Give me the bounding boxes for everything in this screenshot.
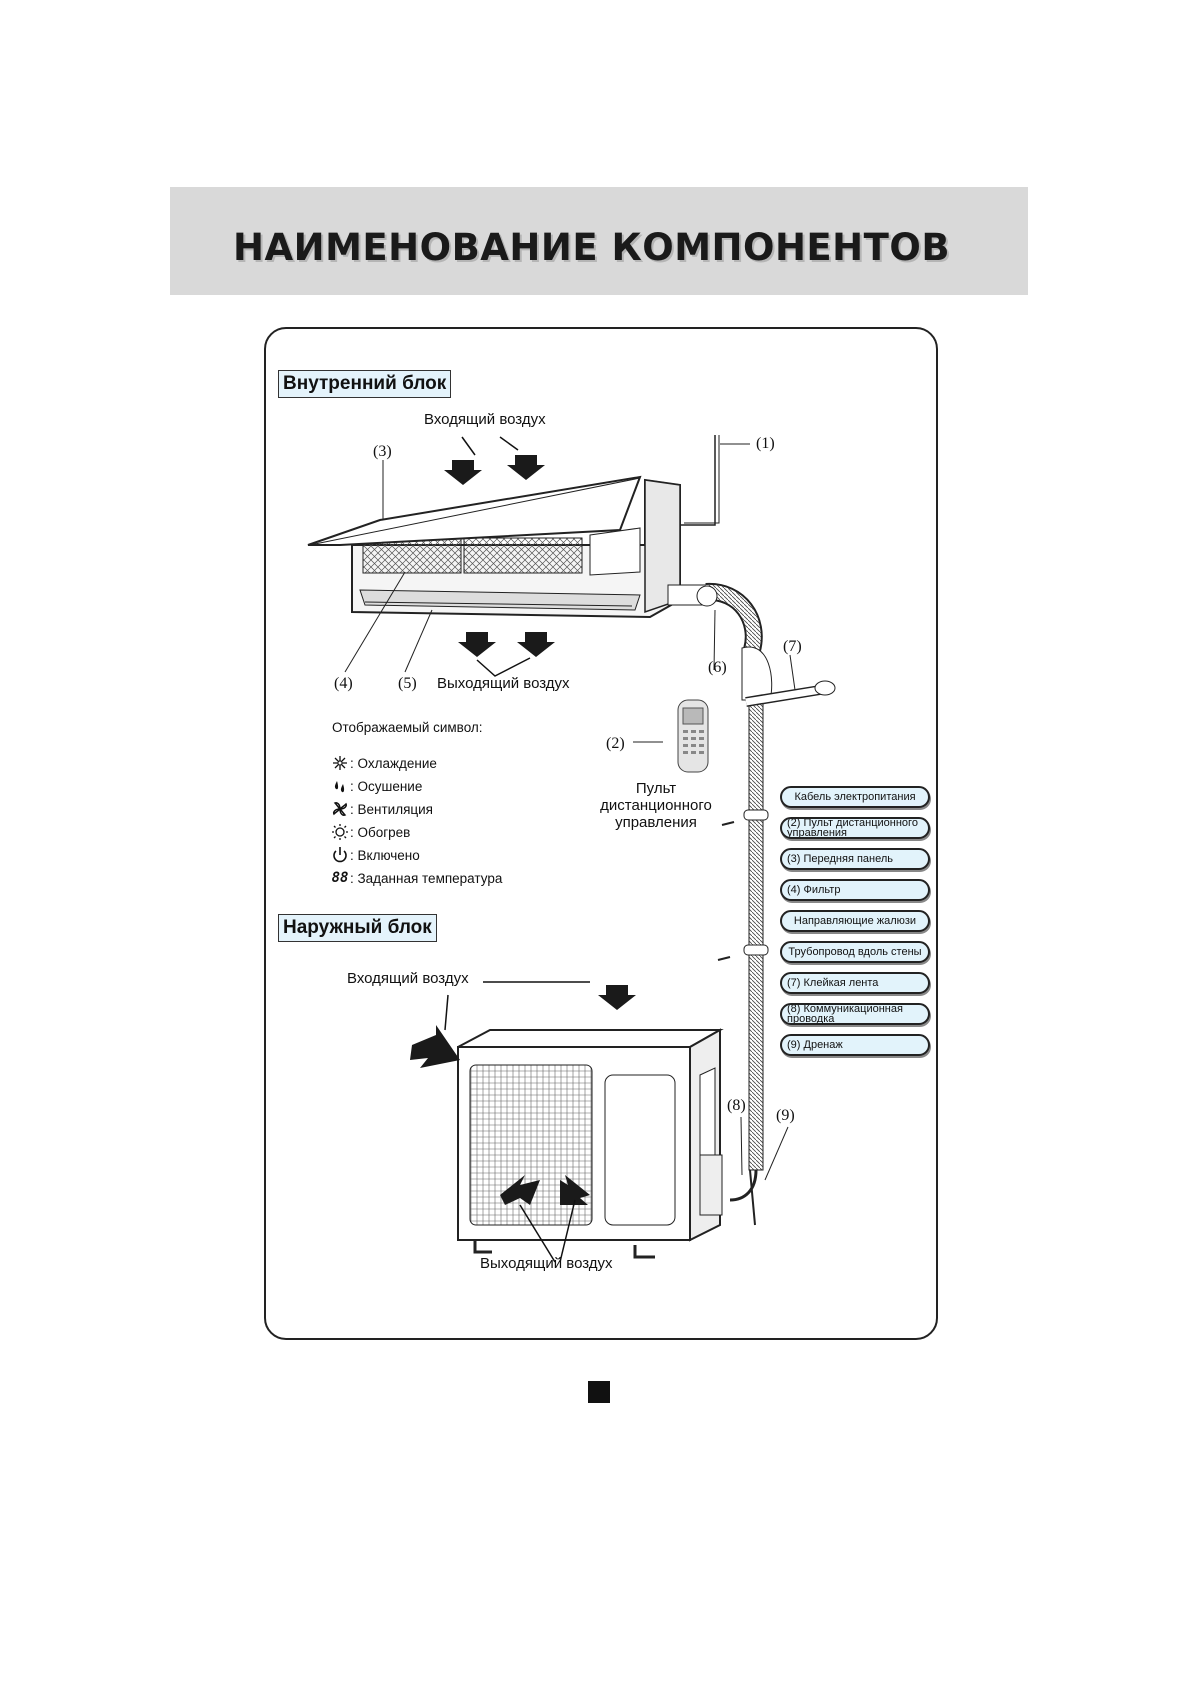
indoor-outflow-arrows bbox=[458, 632, 555, 677]
remote-caption: Пульт дистанционного управления bbox=[586, 780, 726, 831]
page-marker bbox=[588, 1381, 610, 1403]
legend-label: : Обогрев bbox=[350, 824, 411, 840]
outdoor-intake-arrows bbox=[410, 981, 636, 1068]
indoor-leaders bbox=[344, 460, 716, 743]
callout-3: (3) bbox=[373, 443, 392, 460]
legend-item-power: : Включено bbox=[330, 846, 420, 864]
outdoor-air-out-label: Выходящий воздух bbox=[480, 1255, 613, 1272]
droplets-icon bbox=[330, 777, 350, 795]
legend-label: : Включено bbox=[350, 847, 420, 863]
pipe-run bbox=[696, 582, 836, 1226]
outdoor-heading: Наружный блок bbox=[278, 914, 437, 942]
callout-8: (8) bbox=[727, 1097, 746, 1114]
callout-4: (4) bbox=[334, 675, 353, 692]
callout-6: (6) bbox=[708, 659, 727, 676]
callout-2: (2) bbox=[606, 735, 625, 752]
remote-caption-line: Пульт bbox=[635, 780, 677, 797]
part-remote-control: (2) Пульт дистанционного управления bbox=[780, 817, 930, 839]
indoor-air-in-label: Входящий воздух bbox=[424, 411, 546, 428]
legend-title: Отображаемый символ: bbox=[332, 720, 483, 735]
legend-item-dry: : Осушение bbox=[330, 777, 422, 795]
indoor-heading: Внутренний блок bbox=[278, 370, 452, 398]
remote-caption-line: управления bbox=[615, 814, 697, 831]
outdoor-unit bbox=[457, 1028, 724, 1259]
part-louvers: Направляющие жалюзи bbox=[780, 910, 930, 932]
power-icon bbox=[330, 846, 350, 864]
legend-label: : Охлаждение bbox=[350, 755, 437, 771]
fan-icon bbox=[330, 800, 350, 818]
legend-item-cooling: : Охлаждение bbox=[330, 754, 437, 772]
callout-5: (5) bbox=[398, 675, 417, 692]
legend-item-fan: : Вентиляция bbox=[330, 800, 433, 818]
digits-icon: 88 bbox=[331, 870, 349, 886]
indoor-air-out-label: Выходящий воздух bbox=[437, 675, 570, 692]
outdoor-leaders bbox=[740, 1116, 789, 1181]
indoor-unit bbox=[307, 435, 750, 619]
part-wall-piping: Трубопровод вдоль стены bbox=[780, 941, 930, 963]
part-drain: (9) Дренаж bbox=[780, 1034, 930, 1056]
remote-control bbox=[677, 699, 709, 773]
part-power-cable: Кабель электропитания bbox=[780, 786, 930, 808]
callout-7: (7) bbox=[783, 638, 802, 655]
legend-label: : Осушение bbox=[350, 778, 423, 794]
part-adhesive-tape: (7) Клейкая лента bbox=[780, 972, 930, 994]
callout-1: (1) bbox=[756, 435, 775, 452]
legend-label: : Заданная температура bbox=[350, 870, 503, 886]
outdoor-outflow-arrows bbox=[500, 1175, 590, 1263]
header-band bbox=[170, 187, 1028, 295]
legend-item-temperature: 88 : Заданная температура bbox=[330, 869, 503, 887]
indoor-intake-arrows bbox=[444, 436, 545, 485]
legend-item-heat: : Обогрев bbox=[330, 823, 410, 841]
snowflake-icon bbox=[330, 754, 350, 772]
remote-caption-line: дистанционного bbox=[600, 797, 712, 814]
callout-9: (9) bbox=[776, 1107, 795, 1124]
outdoor-air-in-label: Входящий воздух bbox=[347, 970, 469, 987]
sun-icon bbox=[330, 823, 350, 841]
page-title: НАИМЕНОВАНИЕ КОМПОНЕНТОВ bbox=[233, 226, 951, 269]
legend-label: : Вентиляция bbox=[350, 801, 433, 817]
diagram-frame bbox=[264, 327, 938, 1340]
part-filter: (4) Фильтр bbox=[780, 879, 930, 901]
part-front-panel: (3) Передняя панель bbox=[780, 848, 930, 870]
part-communication-wiring: (8) Коммуникационная проводка bbox=[780, 1003, 930, 1025]
